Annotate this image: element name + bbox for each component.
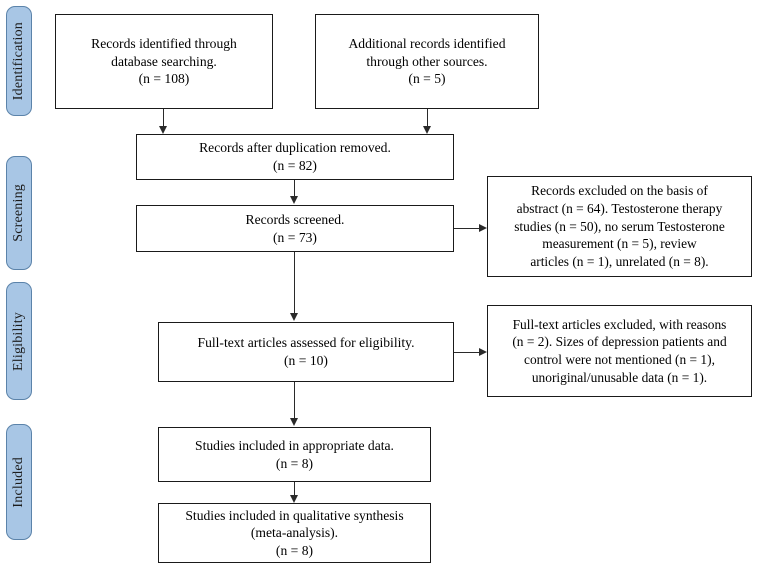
arrowhead-into-screened bbox=[290, 196, 298, 204]
connector-screened-to-excluded bbox=[454, 228, 481, 230]
box-records-excluded: Records excluded on the basis of abstrac… bbox=[487, 176, 752, 277]
connector-duplicates-to-screened bbox=[294, 180, 296, 197]
connector-fulltext-to-included bbox=[294, 382, 296, 419]
box-fulltext-assessed-text: Full-text articles assessed for eligibil… bbox=[197, 335, 415, 368]
box-records-identified-database: Records identified through database sear… bbox=[55, 14, 273, 109]
box-records-identified-other: Additional records identified through ot… bbox=[315, 14, 539, 109]
arrowhead-into-fulltext-excluded bbox=[479, 348, 487, 356]
box-records-screened-text: Records screened. (n = 73) bbox=[245, 211, 345, 245]
box-records-excluded-text: Records excluded on the basis of abstrac… bbox=[514, 183, 725, 270]
stage-bar-identification: Identification bbox=[6, 6, 32, 116]
box-included-appropriate: Studies included in appropriate data. (n… bbox=[158, 427, 431, 482]
arrowhead-into-included-appropriate bbox=[290, 418, 298, 426]
arrowhead-into-included-qualitative bbox=[290, 495, 298, 503]
box-fulltext-assessed: Full-text articles assessed for eligibil… bbox=[158, 322, 454, 382]
box-records-after-duplicates-text: Records after duplication removed. (n = … bbox=[199, 140, 391, 173]
stage-label-included: Included bbox=[11, 456, 26, 508]
stage-bar-screening: Screening bbox=[6, 156, 32, 270]
connector-identified-database-drop bbox=[163, 116, 165, 127]
box-fulltext-excluded: Full-text articles excluded, with reason… bbox=[487, 305, 752, 397]
box-included-appropriate-text: Studies included in appropriate data. (n… bbox=[195, 437, 394, 471]
connector-screened-to-fulltext bbox=[294, 252, 296, 314]
stage-label-identification: Identification bbox=[11, 21, 26, 101]
arrowhead-into-duplicates-right bbox=[423, 126, 431, 134]
box-fulltext-excluded-text: Full-text articles excluded, with reason… bbox=[512, 316, 727, 385]
stage-label-eligibility: Eligibility bbox=[11, 311, 26, 371]
arrowhead-into-fulltext bbox=[290, 313, 298, 321]
connector-included-to-qualitative bbox=[294, 482, 296, 497]
box-included-qualitative-text: Studies included in qualitative synthesi… bbox=[185, 507, 404, 558]
arrowhead-into-records-excluded bbox=[479, 224, 487, 232]
stage-label-screening: Screening bbox=[11, 184, 26, 242]
box-records-identified-other-text: Additional records identified through ot… bbox=[348, 35, 506, 87]
stage-bar-eligibility: Eligibility bbox=[6, 282, 32, 400]
box-records-after-duplicates: Records after duplication removed. (n = … bbox=[136, 134, 454, 180]
box-included-qualitative: Studies included in qualitative synthesi… bbox=[158, 503, 431, 563]
connector-identified-other-down bbox=[427, 109, 429, 126]
box-records-identified-database-text: Records identified through database sear… bbox=[91, 35, 237, 87]
box-records-screened: Records screened. (n = 73) bbox=[136, 205, 454, 252]
connector-fulltext-to-excluded bbox=[454, 352, 481, 354]
stage-bar-included: Included bbox=[6, 424, 32, 540]
arrowhead-into-duplicates-left bbox=[159, 126, 167, 134]
